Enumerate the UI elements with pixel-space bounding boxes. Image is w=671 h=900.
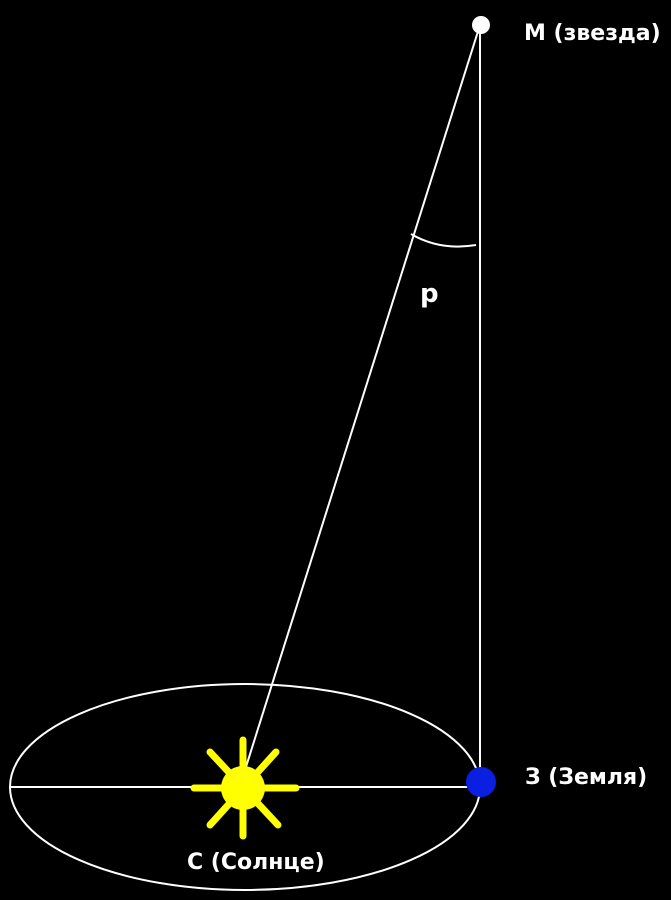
- earth-label: З (Земля): [525, 765, 647, 790]
- parallax-angle-label: p: [420, 279, 439, 309]
- earth-icon: [466, 767, 496, 797]
- star-label: М (звезда): [524, 21, 661, 46]
- star-icon: [472, 16, 490, 34]
- sun-star-line: [244, 24, 481, 771]
- sun-label: С (Солнце): [187, 850, 325, 875]
- sun-icon: [190, 736, 300, 840]
- parallax-angle-arc: [410, 233, 477, 248]
